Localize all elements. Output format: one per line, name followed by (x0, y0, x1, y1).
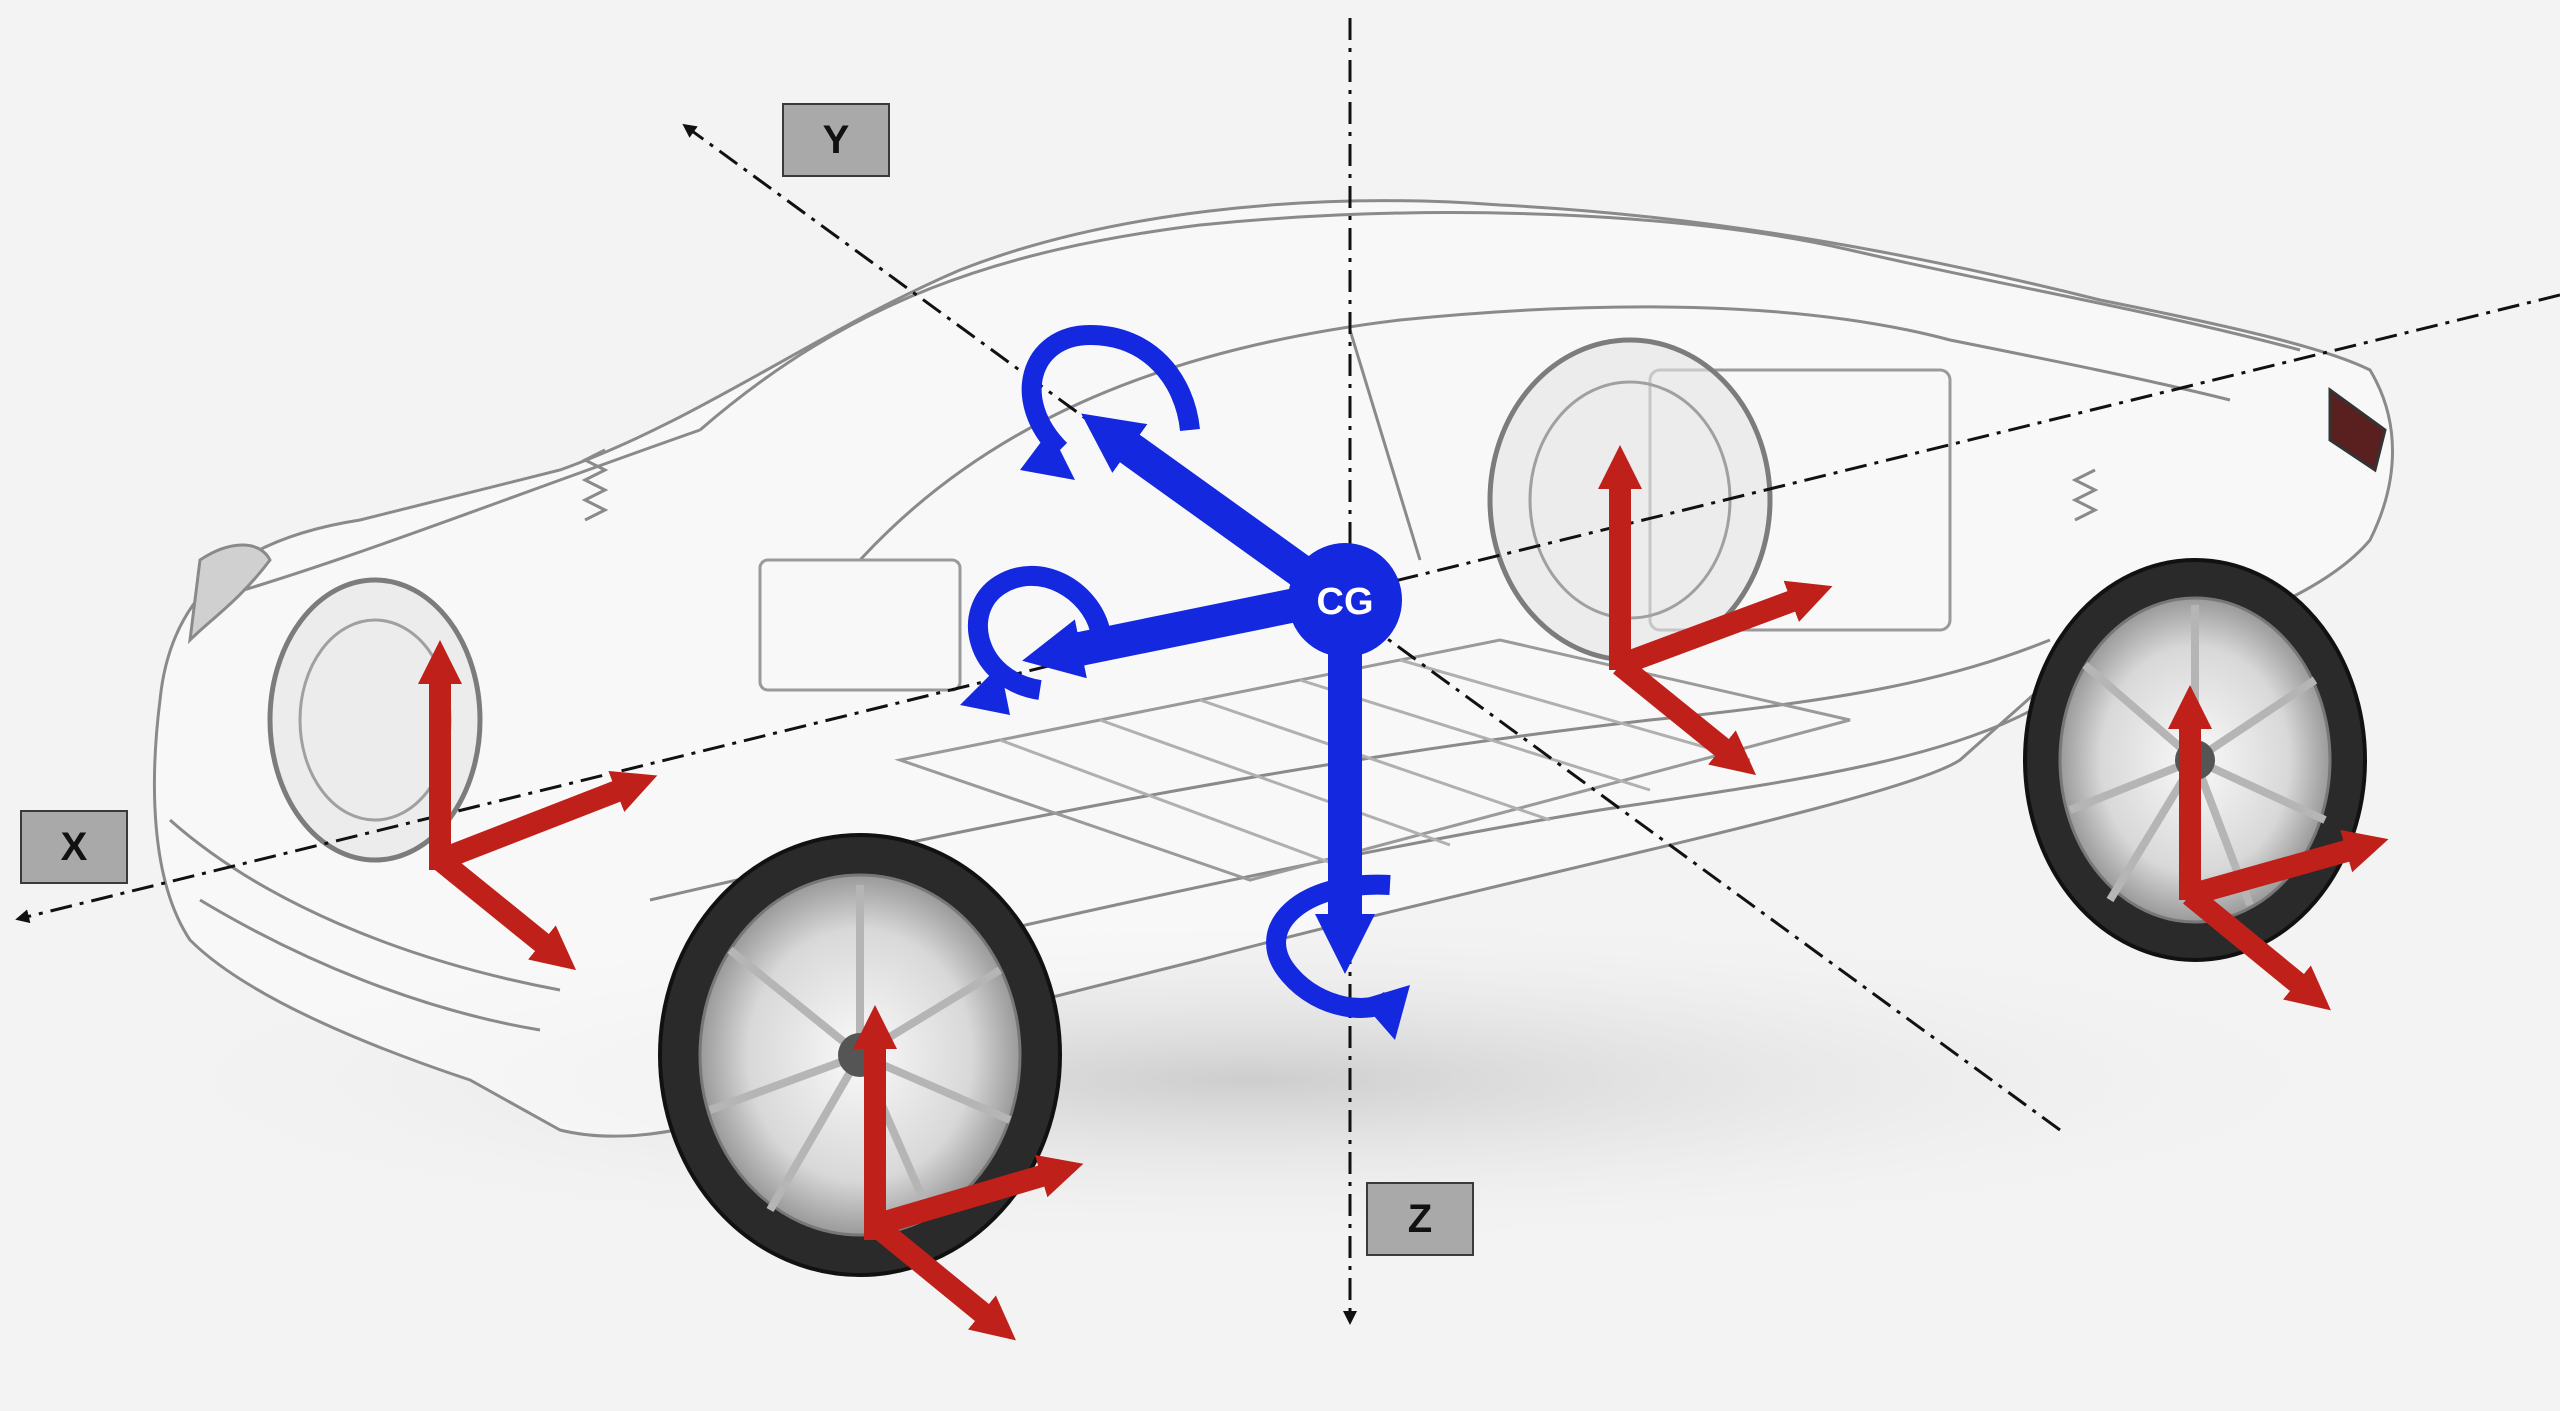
cg-marker (1288, 543, 1402, 657)
cg-x-arrow (1022, 583, 1324, 679)
fr-forward-arrow (871, 1155, 1084, 1236)
yaw-rotation-arrow (1266, 874, 1396, 1018)
roll-rotation-arrow (967, 565, 1110, 700)
wheel-front-right (658, 833, 1062, 1277)
rl-lateral-arrow (1613, 656, 1757, 776)
window-divider (1348, 329, 1422, 561)
pitch-arrow-head (1020, 430, 1075, 480)
x-axis-label: X (20, 810, 128, 884)
front-motor (758, 558, 962, 692)
roll-arrow-head (960, 665, 1010, 715)
cg-rotation-arrows (967, 324, 1396, 1018)
battery-cells (999, 658, 1751, 872)
roof-line (699, 211, 2301, 432)
wheel-axes-front-right (853, 1005, 1084, 1341)
wheel-axes-front-left (418, 640, 658, 971)
yaw-arrow-head (1360, 985, 1410, 1040)
pitch-rotation-arrow (1021, 324, 1200, 458)
rl-forward-arrow (1616, 580, 1833, 676)
wheel-spokes (2068, 605, 2327, 907)
front-grille (199, 898, 541, 1032)
front-suspension (581, 448, 609, 522)
fl-forward-arrow (436, 770, 658, 871)
tail-light (2328, 387, 2387, 473)
rr-lateral-arrow (2183, 886, 2331, 1011)
fl-lateral-arrow (433, 851, 577, 971)
fr-lateral-arrow (868, 1216, 1016, 1341)
rotation-arrow-heads (960, 430, 1410, 1040)
z-axis-label: Z (1366, 1182, 1474, 1256)
y-axis-label: Y (782, 103, 890, 177)
rear-suspension (2071, 468, 2099, 522)
bumper-line (169, 818, 561, 992)
rr-forward-arrow (2187, 829, 2389, 906)
wheel-axes-rear-left (1598, 445, 1833, 776)
headlight (187, 543, 272, 645)
cg-y-arrow (1081, 413, 1330, 599)
wheel-axes-rear-right (2168, 685, 2389, 1011)
hood-line (209, 428, 701, 602)
window-line (858, 305, 2231, 562)
cg-axes (1022, 413, 1375, 974)
cg-label: CG (1317, 581, 1374, 623)
